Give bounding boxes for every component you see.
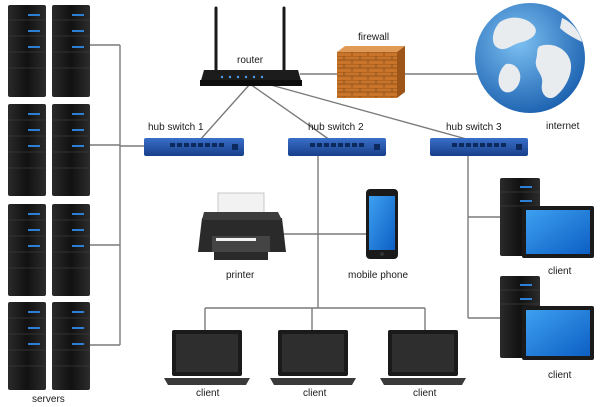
router-label: router: [237, 55, 264, 66]
mobile-phone-icon: [366, 189, 398, 259]
hub-switch-1: [144, 138, 244, 156]
hub-switch-3-label: hub switch 3: [446, 122, 502, 133]
firewall-icon: [337, 46, 405, 98]
server-racks: [8, 5, 90, 390]
hub-switch-2: [288, 138, 386, 156]
laptop-icon-3: [380, 330, 466, 385]
printer-icon: [198, 192, 286, 260]
client-desktop-2-label: client: [548, 370, 572, 381]
cables: [90, 44, 500, 346]
client-laptop-2-label: client: [303, 388, 327, 399]
laptop-icon-2: [270, 330, 356, 385]
router-icon: [200, 6, 302, 86]
firewall-label: firewall: [358, 32, 389, 43]
server-rack-2: [8, 104, 90, 196]
hub-switch-2-label: hub switch 2: [308, 122, 364, 133]
hub-switch-3: [430, 138, 528, 156]
printer-label: printer: [226, 270, 255, 281]
globe-icon: [475, 3, 585, 113]
client-laptop-3-label: client: [413, 388, 437, 399]
client-desktop-1-label: client: [548, 266, 572, 277]
servers-label: servers: [32, 394, 65, 405]
client-laptop-1-label: client: [196, 388, 220, 399]
desktop-icon-1: [500, 178, 594, 258]
mobile-phone-label: mobile phone: [348, 270, 408, 281]
laptop-icon-1: [164, 330, 250, 385]
server-rack-3: [8, 204, 90, 296]
hub-switch-1-label: hub switch 1: [148, 122, 204, 133]
server-rack-1: [8, 5, 90, 97]
desktop-icon-2: [500, 276, 594, 360]
internet-label: internet: [546, 121, 580, 132]
server-rack-4: [8, 302, 90, 390]
